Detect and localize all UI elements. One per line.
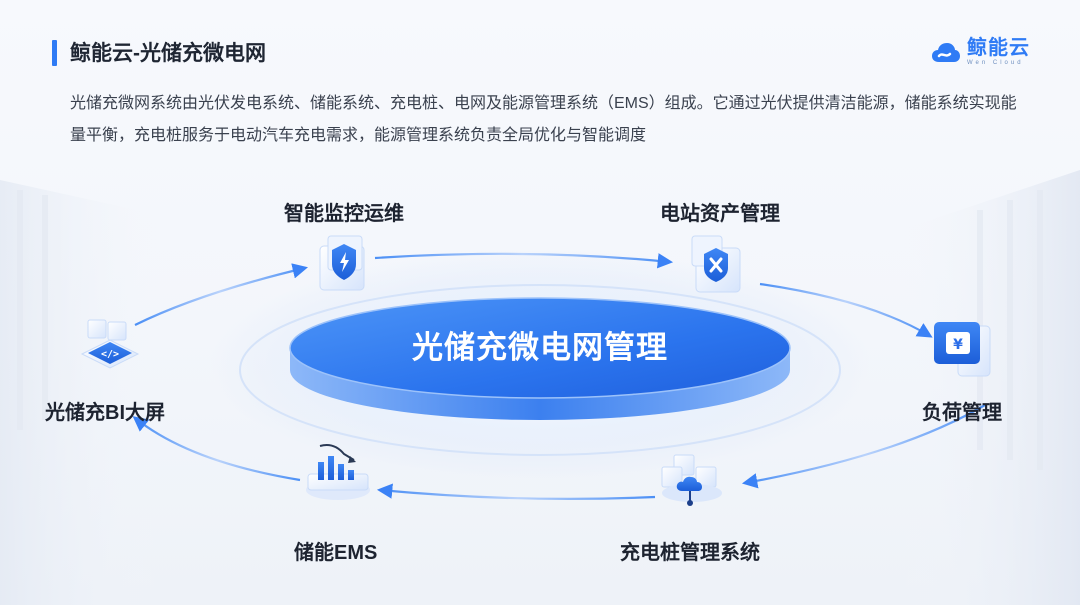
orbit-arrow-1	[374, 252, 674, 269]
node-label-monitoring: 智能监控运维	[284, 203, 404, 225]
battery-chart-icon	[306, 444, 370, 500]
page-title: 鲸能云-光储充微电网	[70, 42, 266, 65]
orbit-arrow-5	[132, 416, 301, 482]
center-label: 光储充微电网管理	[412, 330, 668, 365]
tools-shield-icon	[691, 235, 741, 293]
description-text: 光储充微网系统由光伏发电系统、储能系统、充电桩、电网及能源管理系统（EMS）组成…	[70, 95, 1017, 144]
orbit-arrow-4	[376, 483, 656, 500]
cloud-node-icon	[661, 454, 722, 506]
inner-ring	[239, 284, 841, 456]
orbit-arrow-6	[134, 263, 308, 326]
cloud-logo-icon	[932, 43, 960, 62]
node-label-charging: 充电桩管理系统	[620, 542, 760, 564]
logo-name: 鲸能云	[967, 37, 1030, 59]
logo-subtitle: Wen Cloud	[967, 60, 1024, 66]
code-screen-icon: </>	[80, 319, 140, 369]
shield-lightning-icon	[319, 235, 365, 291]
center-disc	[289, 297, 791, 420]
svg-text:¥: ¥	[953, 337, 963, 353]
title-accent-bar	[52, 40, 57, 66]
yen-wallet-icon: ¥	[934, 322, 991, 377]
orbit-arrow-3	[741, 404, 986, 489]
brand-logo: 鲸能云 Wen Cloud	[931, 38, 1030, 68]
node-label-load: 负荷管理	[922, 402, 1002, 424]
orbit-arrow-2	[759, 282, 933, 338]
node-label-asset: 电站资产管理	[660, 203, 780, 225]
svg-text:</>: </>	[101, 349, 119, 360]
node-label-ems: 储能EMS	[294, 542, 378, 564]
node-label-bi: 光储充BI大屏	[45, 402, 165, 424]
